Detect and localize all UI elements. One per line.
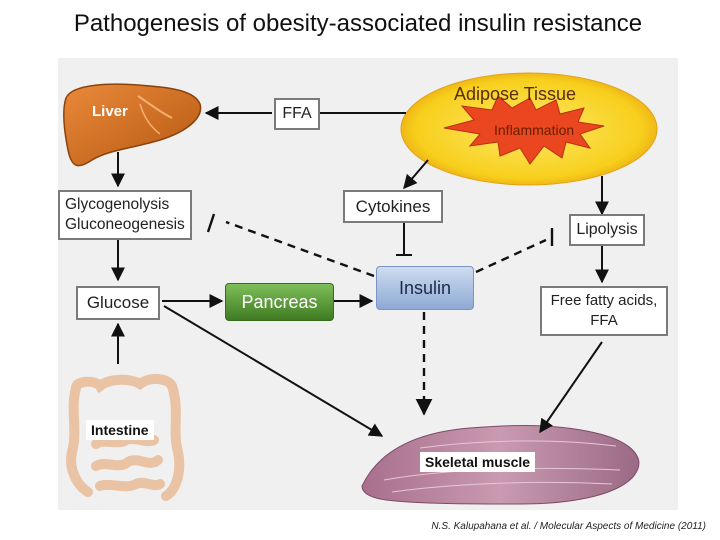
dashed-insulin-to-glycogenolysis xyxy=(225,220,375,278)
inflammation-label: Inflammation xyxy=(494,122,575,138)
lipolysis-box: Lipolysis xyxy=(569,214,645,246)
diagram-title: Pathogenesis of obesity-associated insul… xyxy=(73,10,643,37)
arrow-ffa-to-muscle xyxy=(539,341,603,434)
arrow-glucose-to-muscle xyxy=(163,305,384,437)
intestine-label: Intestine xyxy=(86,420,154,440)
gluconeogenesis-label: Gluconeogenesis xyxy=(65,216,185,233)
insulin-node: Insulin xyxy=(376,266,474,310)
liver-illustration xyxy=(63,83,202,167)
pancreas-node: Pancreas xyxy=(225,283,334,321)
ffa-box: FFA xyxy=(274,98,320,130)
adipose-tissue-label: Adipose Tissue xyxy=(454,84,577,104)
intestine-illustration xyxy=(66,374,185,501)
liver-label: Liver xyxy=(92,103,128,120)
arrow-adipose-to-cytokines xyxy=(403,159,429,190)
free-fatty-acids-box: Free fatty acids, FFA xyxy=(540,286,668,336)
dashed-insulin-to-lipolysis xyxy=(475,238,547,274)
cytokines-box: Cytokines xyxy=(343,190,443,223)
adipose-illustration xyxy=(400,72,658,186)
free-fatty-acids-label: Free fatty acids, xyxy=(550,292,658,309)
skeletal-muscle-label: Skeletal muscle xyxy=(420,452,536,472)
free-fatty-acids-abbrev: FFA xyxy=(590,312,618,329)
citation: N.S. Kalupahana et al. / Molecular Aspec… xyxy=(431,521,706,532)
glycogenolysis-label: Glycogenolysis xyxy=(65,196,170,213)
glucose-box: Glucose xyxy=(76,286,160,320)
inhibit-bar-glycogenolysis xyxy=(206,213,216,233)
glycogenolysis-box: Glycogenolysis Gluconeogenesis xyxy=(58,190,192,240)
